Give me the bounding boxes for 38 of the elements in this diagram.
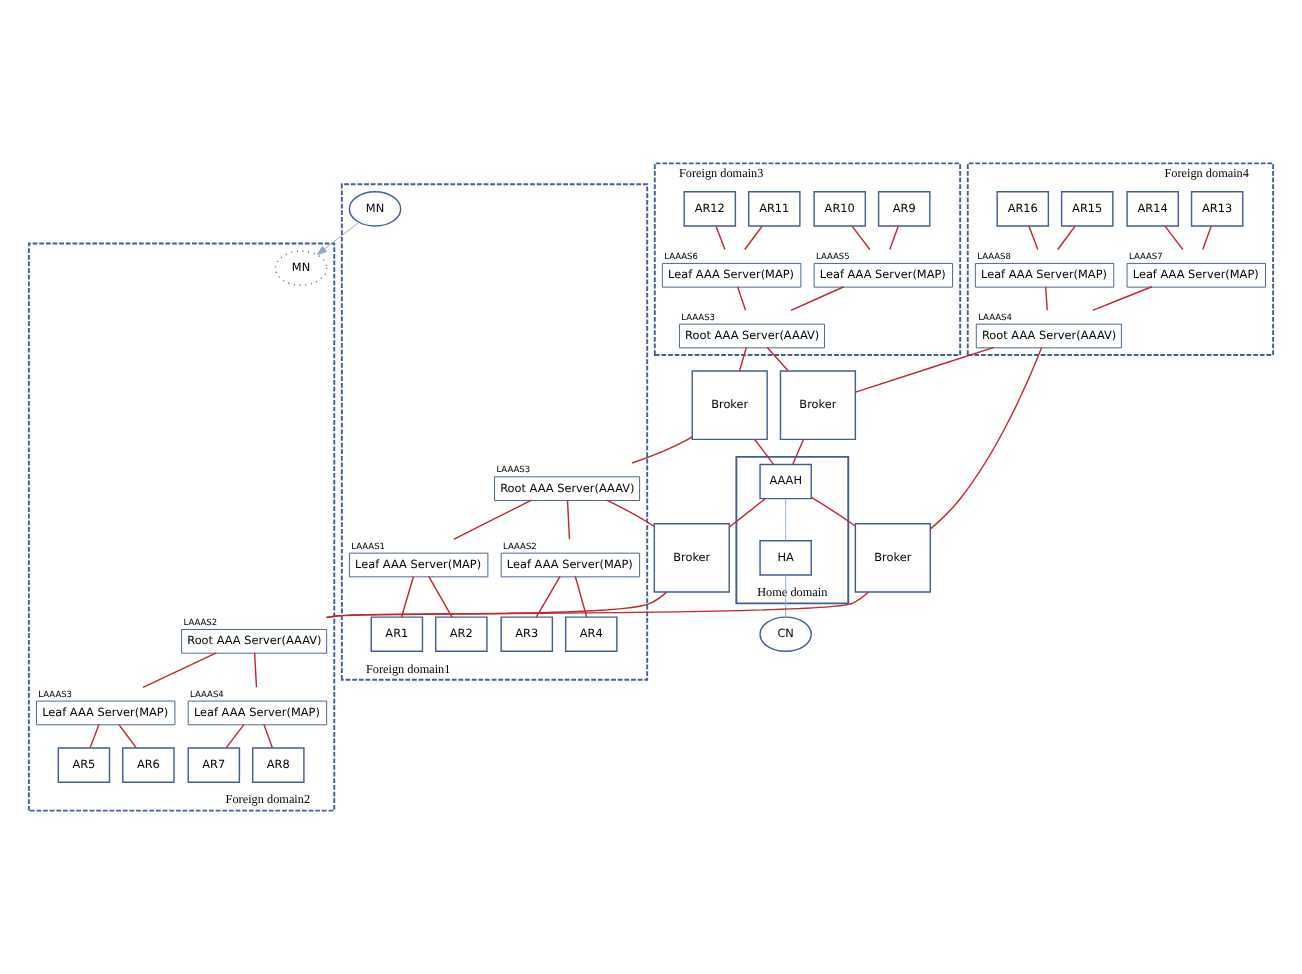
connector xyxy=(736,286,747,311)
connector xyxy=(744,225,763,251)
arrow xyxy=(316,221,360,256)
connector xyxy=(325,591,668,619)
connector xyxy=(791,438,805,466)
connector xyxy=(1028,225,1039,251)
connector xyxy=(574,575,588,618)
connector xyxy=(325,591,869,619)
connector xyxy=(851,225,871,251)
connector xyxy=(785,498,787,542)
connector xyxy=(566,499,571,540)
connector xyxy=(1202,225,1212,251)
connector xyxy=(738,346,748,372)
connector xyxy=(854,346,995,393)
connector xyxy=(89,723,100,749)
connector xyxy=(142,652,217,688)
connector xyxy=(766,346,789,372)
connector xyxy=(1045,286,1048,311)
connector xyxy=(631,436,693,464)
connector xyxy=(810,496,856,527)
connector xyxy=(400,575,415,618)
connector xyxy=(253,652,258,688)
connector xyxy=(715,225,726,251)
connector xyxy=(428,575,453,618)
connector xyxy=(225,723,245,749)
connector xyxy=(605,499,655,528)
connector xyxy=(535,575,561,618)
connector xyxy=(453,499,533,540)
connector xyxy=(785,574,787,618)
connector xyxy=(728,497,766,528)
connector xyxy=(1092,286,1153,311)
connector xyxy=(754,438,775,466)
connector xyxy=(263,723,274,749)
connector xyxy=(889,225,899,251)
connector xyxy=(1164,225,1184,251)
connector xyxy=(118,723,137,749)
connector xyxy=(1057,225,1076,251)
connector xyxy=(929,346,1043,530)
